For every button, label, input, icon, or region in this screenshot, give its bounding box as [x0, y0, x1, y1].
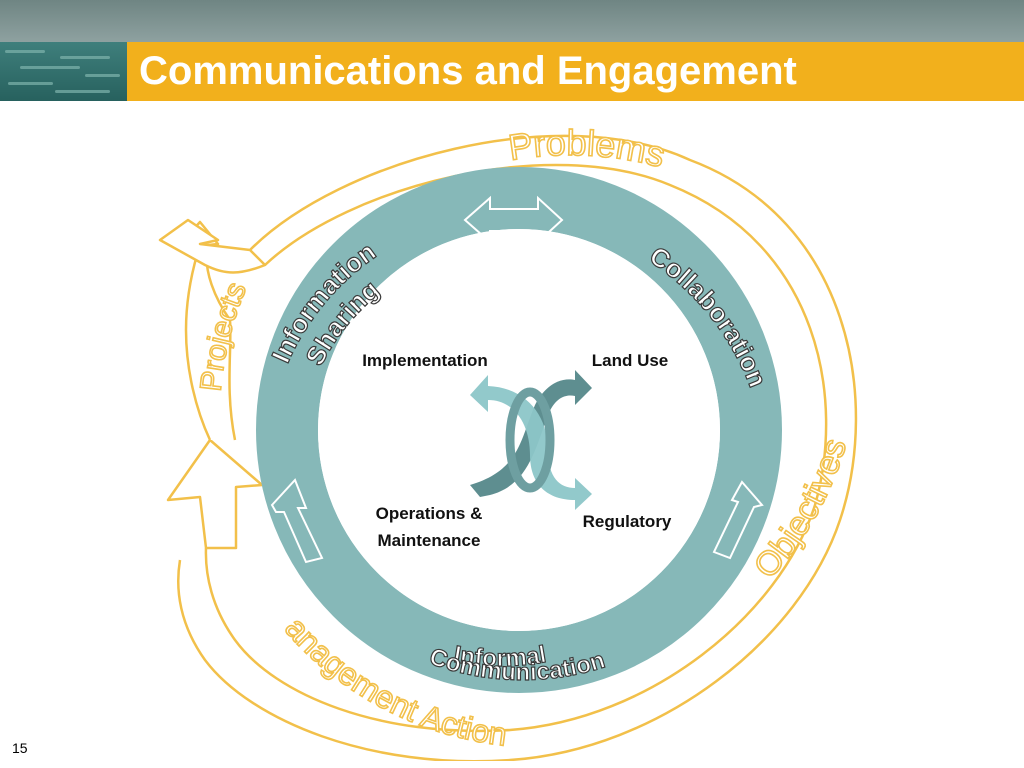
outer-arrowhead-lower	[166, 438, 264, 550]
ring-double-arrow	[463, 195, 564, 245]
center-arrow-light	[470, 375, 592, 510]
top-band	[0, 0, 1024, 42]
label-regulatory: Regulatory	[583, 512, 672, 531]
title-bar: Communications and Engagement	[127, 42, 1024, 101]
outer-arrowhead-upper	[158, 218, 267, 274]
water-image	[0, 42, 127, 101]
outer-cycle-arrow-inner	[204, 163, 828, 733]
outer-cycle-arrow	[177, 134, 858, 761]
slide-title: Communications and Engagement	[139, 49, 797, 93]
label-land-use: Land Use	[592, 351, 669, 370]
cycle-diagram: Problems Objectives Management Actions P…	[0, 101, 858, 761]
center-loop	[505, 387, 555, 493]
label-implementation: Implementation	[362, 351, 488, 370]
page-number: 15	[12, 740, 28, 756]
label-maintenance: Maintenance	[378, 531, 481, 550]
teal-ring	[256, 167, 782, 693]
ring-up-arrow-right	[712, 480, 764, 560]
ring-up-arrow-left	[270, 478, 324, 564]
label-operations: Operations &	[376, 504, 483, 523]
inner-circle	[318, 229, 720, 631]
label-informal: Informal	[452, 641, 548, 672]
